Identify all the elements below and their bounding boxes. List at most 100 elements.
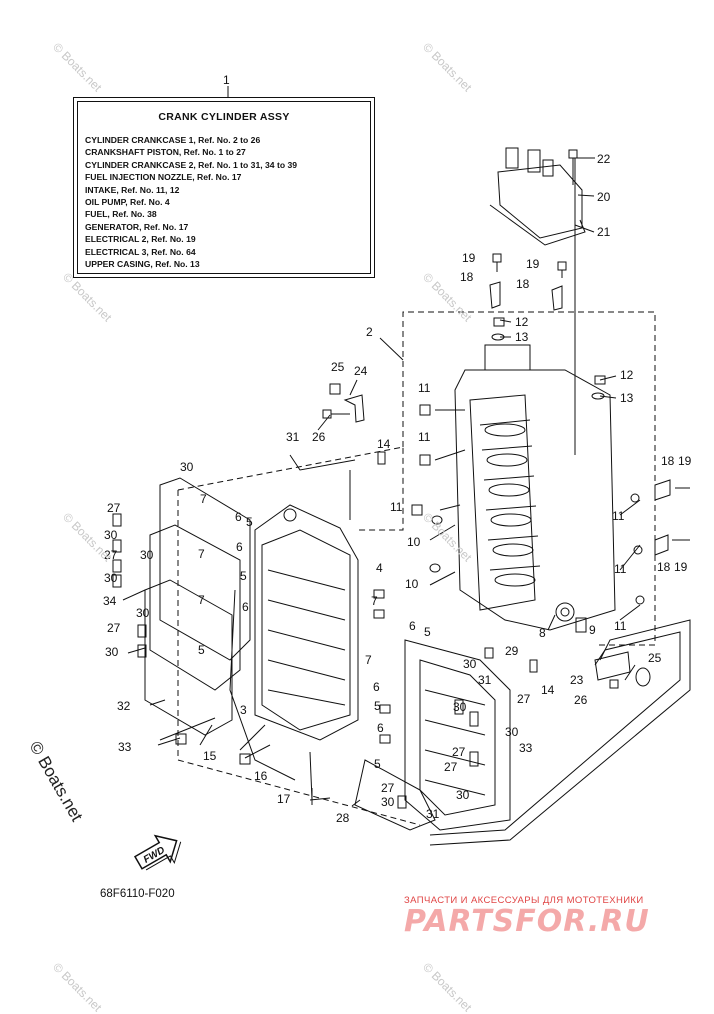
callout: 30: [381, 795, 395, 809]
callout: 5: [424, 625, 431, 639]
callout: 30: [140, 548, 154, 562]
callout: 7: [198, 547, 205, 561]
callout: 30: [180, 460, 194, 474]
callout: 3: [240, 703, 247, 717]
callout: 6: [377, 721, 384, 735]
callout: 7: [371, 594, 378, 608]
callout: 17: [277, 792, 291, 806]
callout: 10: [405, 577, 419, 591]
legend-line: INTAKE, Ref. No. 11, 12: [85, 184, 180, 195]
brand-tagline: ЗАПЧАСТИ И АКСЕССУАРЫ ДЛЯ МОТОТЕХНИКИ: [404, 895, 644, 906]
callout: 6: [242, 600, 249, 614]
callout: 33: [118, 740, 132, 754]
callout: 32: [117, 699, 131, 713]
callout: 11: [614, 619, 627, 633]
callout: 6: [409, 619, 416, 633]
crankcase-block: [454, 344, 616, 631]
callout: 18: [657, 560, 671, 574]
callout: 27: [107, 501, 121, 515]
callout-numbers: 22 20 21 19 19 18 18 12 13 2 25 24 12 13…: [103, 152, 692, 825]
callout: 14: [541, 683, 555, 697]
callout: 30: [453, 700, 467, 714]
legend-line: FUEL, Ref. No. 38: [85, 209, 157, 220]
callout: 25: [648, 651, 662, 665]
callout: 6: [235, 510, 242, 524]
callout: 21: [597, 225, 611, 239]
callout: 5: [246, 515, 253, 529]
callout: 27: [381, 781, 395, 795]
callout: 7: [365, 653, 372, 667]
callout: 11: [614, 562, 627, 576]
callout: 8: [539, 626, 546, 640]
hardware: [112, 149, 690, 809]
crankcase1-group-outline: [402, 311, 656, 646]
callout: 30: [105, 645, 119, 659]
callout: 29: [505, 644, 519, 658]
callout: 14: [377, 437, 391, 451]
callout: 30: [463, 657, 477, 671]
callout: 26: [312, 430, 326, 444]
fwd-arrow-icon: FWD: [133, 834, 182, 871]
legend-line: CRANKSHAFT PISTON, Ref. No. 1 to 27: [85, 147, 246, 158]
callout: 11: [390, 500, 403, 514]
fwd-label: FWD: [142, 845, 167, 866]
callout: 13: [515, 330, 529, 344]
callout: 11: [418, 381, 431, 395]
legend-line: CYLINDER CRANKCASE 1, Ref. No. 2 to 26: [85, 135, 261, 145]
legend-line: ELECTRICAL 3, Ref. No. 64: [85, 246, 196, 257]
callout: 27: [107, 621, 121, 635]
callout: 19: [678, 454, 692, 468]
legend-box: CRANK CYLINDER ASSY CYLINDER CRANKCASE 1…: [73, 97, 375, 278]
callout: 7: [198, 593, 205, 607]
callout: 19: [674, 560, 688, 574]
callout: 34: [103, 594, 117, 608]
callout: 5: [198, 643, 205, 657]
callout: 9: [589, 623, 596, 637]
callout: 7: [200, 492, 207, 506]
brand-logo: PARTSFOR.RU: [404, 904, 650, 939]
callout: 28: [336, 811, 350, 825]
callout: 11: [418, 430, 431, 444]
callout: 12: [515, 315, 529, 329]
callout: 31: [478, 673, 492, 687]
legend-line: GENERATOR, Ref. No. 17: [85, 221, 189, 232]
callout: 30: [136, 606, 150, 620]
callout: 18: [460, 270, 474, 284]
diagram-part-code: 68F6110-F020: [100, 888, 175, 900]
callout: 30: [104, 571, 118, 585]
callout: 24: [354, 364, 368, 378]
legend-line: FUEL INJECTION NOZZLE, Ref. No. 17: [85, 172, 242, 183]
callout: 31: [286, 430, 300, 444]
callout: 10: [407, 535, 421, 549]
callout: 27: [517, 692, 531, 706]
callout: 30: [505, 725, 519, 739]
callout: 26: [574, 693, 588, 707]
callout: 19: [526, 257, 540, 271]
legend-lines: CYLINDER CRANKCASE 1, Ref. No. 2 to 26 C…: [85, 134, 297, 270]
callout: 5: [240, 569, 247, 583]
callout: 13: [620, 391, 634, 405]
legend-line: ELECTRICAL 2, Ref. No. 19: [85, 234, 196, 245]
callout: 27: [444, 760, 458, 774]
legend-line: OIL PUMP, Ref. No. 4: [85, 197, 170, 208]
callout: 16: [254, 769, 268, 783]
callout: 27: [452, 745, 466, 759]
legend-ref-number: 1: [223, 73, 230, 87]
callout: 6: [373, 680, 380, 694]
callout: 30: [104, 528, 118, 542]
callout: 27: [104, 548, 118, 562]
callout: 33: [519, 741, 533, 755]
callout: 2: [366, 325, 373, 339]
callout: 18: [661, 454, 675, 468]
callout: 12: [620, 368, 634, 382]
callout: 15: [203, 749, 217, 763]
gaskets: [144, 477, 251, 736]
callout: 23: [570, 673, 584, 687]
callout: 5: [374, 699, 381, 713]
callout: 5: [374, 757, 381, 771]
callout: 20: [597, 190, 611, 204]
head-cover: [489, 147, 590, 455]
callout: 22: [597, 152, 611, 166]
callout: 31: [426, 807, 440, 821]
legend-line: UPPER CASING, Ref. No. 13: [85, 259, 200, 270]
